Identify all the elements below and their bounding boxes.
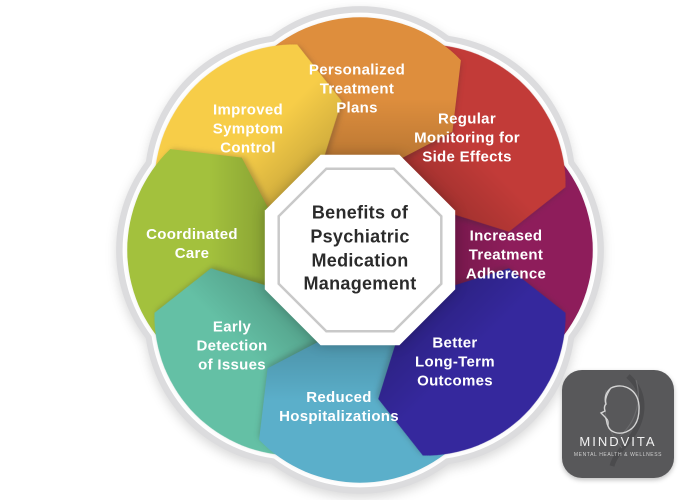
center-octagon-inner-border bbox=[277, 167, 443, 333]
logo-head-art-icon bbox=[599, 374, 645, 467]
center-octagon bbox=[264, 154, 456, 346]
petal-label-better-long-term-outcomes: Better Long-Term Outcomes bbox=[415, 334, 495, 390]
petal-label-personalized-treatment-plans: Personalized Treatment Plans bbox=[308, 61, 406, 117]
mindvita-logo: MINDVITA MENTAL HEALTH & WELLNESS bbox=[562, 370, 674, 478]
petal-label-early-detection-of-issues: Early Detection of Issues bbox=[196, 318, 268, 374]
diagram-title: Benefits of Psychiatric Medication Manag… bbox=[303, 202, 417, 294]
petal-label-regular-monitoring-side-effects: Regular Monitoring for Side Effects bbox=[414, 110, 520, 166]
logo-tagline: MENTAL HEALTH & WELLNESS bbox=[573, 452, 663, 458]
petal-label-improved-symptom-control: Improved Symptom Control bbox=[212, 101, 284, 157]
petal-label-reduced-hospitalizations: Reduced Hospitalizations bbox=[279, 389, 399, 425]
petal-label-coordinated-care: Coordinated Care bbox=[146, 226, 238, 262]
logo-name: MINDVITA bbox=[579, 434, 657, 449]
petal-label-increased-treatment-adherence: Increased Treatment Adherence bbox=[465, 227, 547, 283]
